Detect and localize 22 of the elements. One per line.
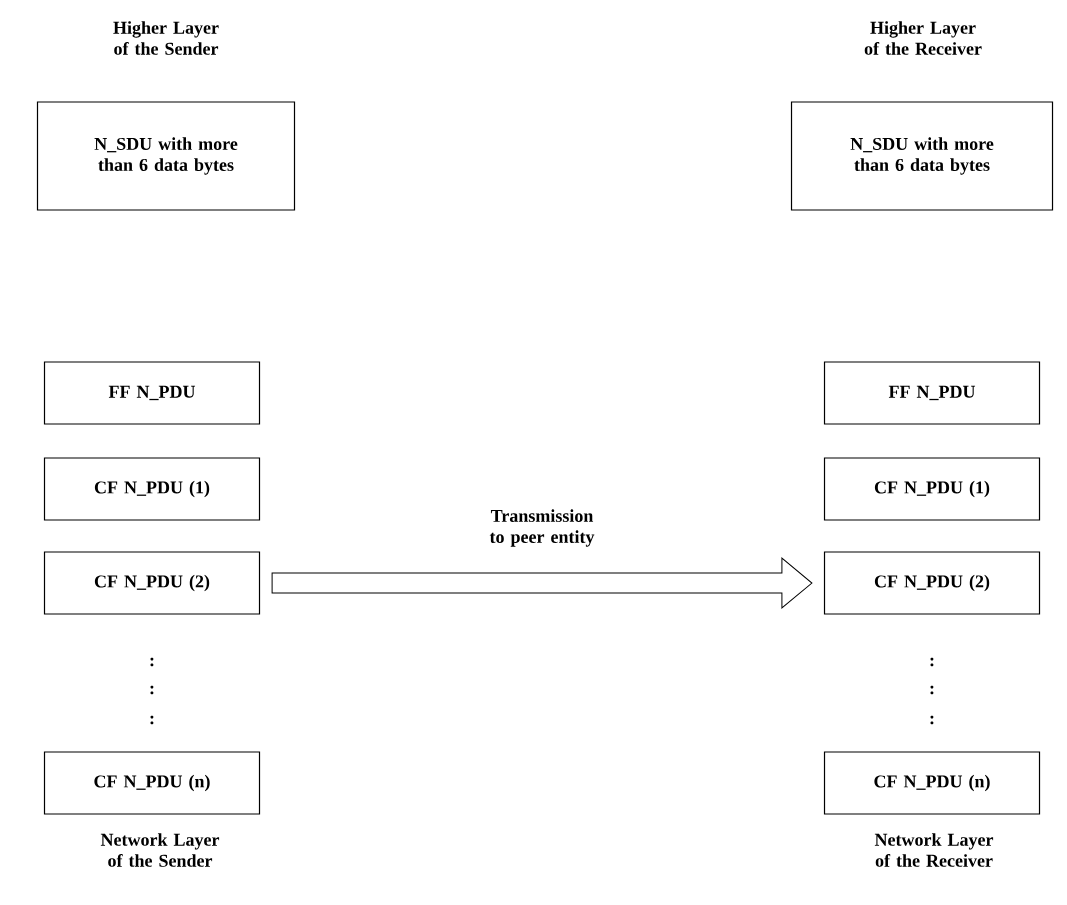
heading-text: Network Layer of the Receiver <box>874 833 994 867</box>
heading-text: : <box>930 657 934 667</box>
box: FF N_PDU <box>43 361 261 425</box>
box: N_SDU with more than 6 data bytes <box>790 101 1054 211</box>
heading-text: Higher Layer of the Receiver <box>864 21 982 55</box>
box: CF N_PDU (2) <box>43 551 261 615</box>
box: CF N_PDU (n) <box>43 751 261 815</box>
heading-text: : <box>150 715 154 725</box>
heading-text: : <box>930 685 934 695</box>
edge-label: Transmission to peer entity <box>489 509 595 547</box>
box: CF N_PDU (2) <box>823 551 1041 615</box>
box: CF N_PDU (n) <box>823 751 1041 815</box>
box: FF N_PDU <box>823 361 1041 425</box>
box: CF N_PDU (1) <box>823 457 1041 521</box>
heading-text: Network Layer of the Sender <box>100 833 220 867</box>
heading-text: : <box>150 685 154 695</box>
heading-text: : <box>930 715 934 725</box>
box: N_SDU with more than 6 data bytes <box>36 101 296 211</box>
box: CF N_PDU (1) <box>43 457 261 521</box>
heading-text: : <box>150 657 154 667</box>
block-arrow <box>271 557 813 609</box>
heading-text: Higher Layer of the Sender <box>113 21 219 55</box>
